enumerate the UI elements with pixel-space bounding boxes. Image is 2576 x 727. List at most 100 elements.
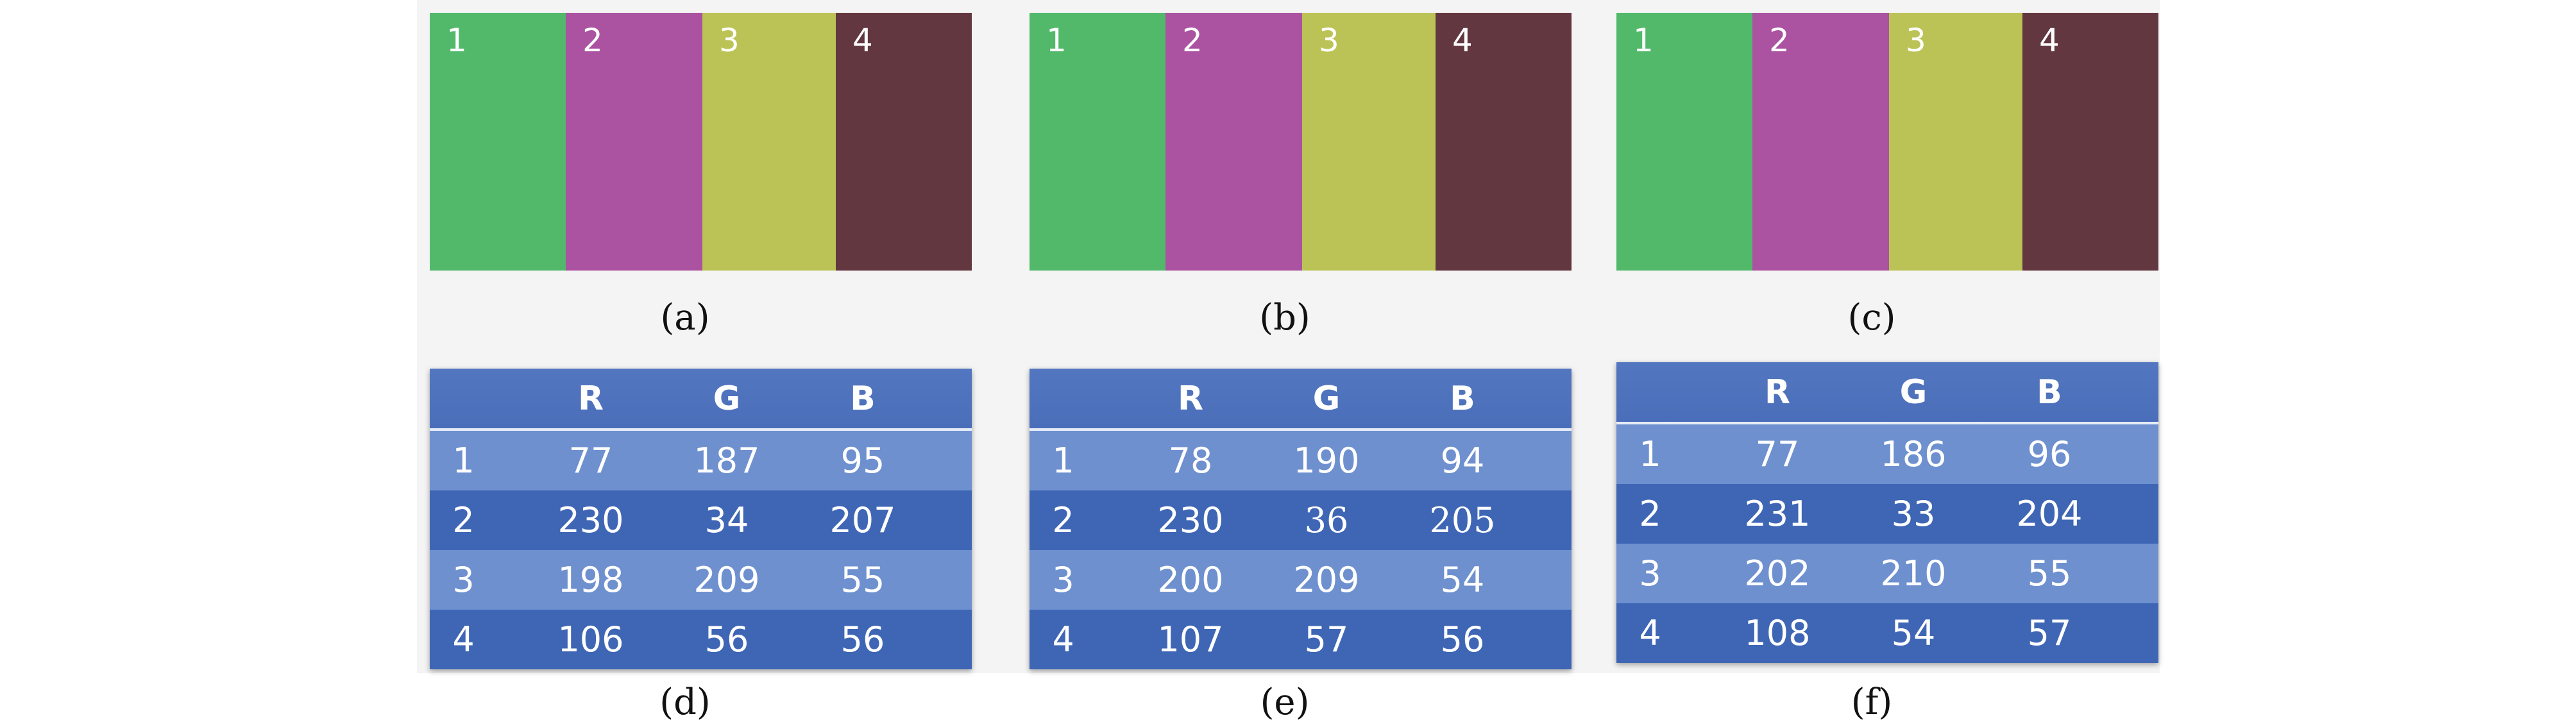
table-cell: 57	[2027, 613, 2072, 653]
swatch: 2	[1752, 13, 1889, 271]
swatch-label: 2	[1769, 22, 1790, 59]
table-row: 3 202 210 55	[1616, 544, 2158, 603]
swatch-label: 3	[1319, 22, 1339, 59]
table-row: 3 200 209 54	[1030, 550, 1572, 610]
swatch-label: 4	[2039, 22, 2060, 59]
table-row: 1 78 190 94	[1030, 431, 1572, 490]
table-cell: 78	[1168, 440, 1213, 481]
swatch-label: 1	[1633, 22, 1654, 59]
swatch-label: 3	[719, 22, 740, 59]
table-cell: 231	[1744, 494, 1811, 534]
table-cell: 3	[1639, 553, 1661, 594]
table-cell: 198	[557, 560, 624, 600]
swatch-label: 4	[1452, 22, 1473, 59]
table-cell: 2	[1052, 500, 1074, 540]
table-cell: 3	[452, 560, 475, 600]
table-row: 2 230 34 207	[430, 490, 972, 550]
rgb-table-d: R G B 1 77 187 95 2 230 34 207 3 198 209…	[430, 369, 972, 669]
table-header-cell: B	[850, 379, 876, 418]
swatch-label: 2	[1182, 22, 1203, 59]
table-cell: 187	[693, 440, 760, 481]
swatch-label: 4	[852, 22, 873, 59]
table-cell: 56	[704, 619, 749, 660]
rgb-table-f: R G B 1 77 186 96 2 231 33 204 3 202 210…	[1616, 362, 2158, 663]
swatch: 2	[566, 13, 702, 271]
table-header-cell: G	[1312, 379, 1341, 418]
caption-e: (e)	[1260, 681, 1310, 723]
table-cell: 1	[1639, 434, 1661, 474]
swatch-label: 1	[1046, 22, 1067, 59]
table-cell: 210	[1880, 553, 1947, 594]
color-swatch-panel-b: 1 2 3 4	[1030, 13, 1572, 271]
swatch-label: 1	[446, 22, 467, 59]
table-cell: 96	[2027, 434, 2072, 474]
table-header-cell: R	[577, 379, 604, 418]
swatch: 4	[2022, 13, 2158, 271]
table-cell: 4	[452, 619, 475, 660]
table-header-row: R G B	[1030, 369, 1572, 431]
table-cell: 186	[1880, 434, 1947, 474]
table-cell: 106	[557, 619, 624, 660]
swatch: 4	[836, 13, 972, 271]
swatch: 1	[430, 13, 566, 271]
rgb-table-e: R G B 1 78 190 94 2 230 36 205 3 200 209…	[1030, 369, 1572, 669]
table-header-row: R G B	[430, 369, 972, 431]
table-row: 4 106 56 56	[430, 610, 972, 669]
table-cell: 54	[1891, 613, 1936, 653]
swatch: 3	[1302, 13, 1436, 271]
table-cell: 204	[2016, 494, 2083, 534]
table-cell: 56	[1440, 619, 1485, 660]
table-cell: 34	[704, 500, 749, 540]
caption-d: (d)	[659, 681, 711, 723]
table-cell: 3	[1052, 560, 1074, 600]
table-header-row: R G B	[1616, 362, 2158, 424]
caption-c: (c)	[1847, 297, 1896, 338]
swatch: 1	[1616, 13, 1752, 271]
table-cell: 207	[829, 500, 896, 540]
table-cell: 4	[1052, 619, 1074, 660]
caption-a: (a)	[660, 297, 710, 338]
table-cell: 55	[840, 560, 885, 600]
table-row: 1 77 186 96	[1616, 424, 2158, 484]
table-cell: 4	[1639, 613, 1661, 653]
swatch: 2	[1165, 13, 1302, 271]
table-header-cell: R	[1764, 372, 1791, 412]
swatch: 3	[1889, 13, 2022, 271]
table-cell: 77	[1755, 434, 1800, 474]
table-cell: 2	[1639, 494, 1661, 534]
table-cell: 107	[1157, 619, 1224, 660]
table-row: 4 108 54 57	[1616, 603, 2158, 663]
table-cell: 95	[840, 440, 885, 481]
table-cell: 57	[1304, 619, 1349, 660]
caption-b: (b)	[1259, 297, 1310, 338]
table-cell: 56	[840, 619, 885, 660]
table-cell: 54	[1440, 560, 1485, 600]
table-cell: 202	[1744, 553, 1811, 594]
table-header-cell: G	[713, 379, 741, 418]
table-cell: 94	[1440, 440, 1485, 481]
table-cell: 190	[1293, 440, 1360, 481]
table-row: 2 231 33 204	[1616, 484, 2158, 544]
color-swatch-panel-c: 1 2 3 4	[1616, 13, 2158, 271]
color-swatch-panel-a: 1 2 3 4	[430, 13, 972, 271]
swatch-label: 2	[582, 22, 603, 59]
table-cell: 36	[1304, 500, 1349, 540]
table-cell: 2	[452, 500, 475, 540]
table-cell: 1	[1052, 440, 1074, 481]
table-header-cell: B	[2037, 372, 2062, 412]
table-cell: 209	[1293, 560, 1360, 600]
table-cell: 205	[1429, 500, 1496, 540]
table-cell: 230	[557, 500, 624, 540]
table-row: 2 230 36 205	[1030, 490, 1572, 550]
table-cell: 108	[1744, 613, 1811, 653]
table-header-cell: R	[1177, 379, 1204, 418]
swatch-label: 3	[1906, 22, 1926, 59]
table-cell: 209	[693, 560, 760, 600]
table-cell: 33	[1891, 494, 1936, 534]
table-row: 1 77 187 95	[430, 431, 972, 490]
swatch: 4	[1436, 13, 1572, 271]
swatch: 3	[702, 13, 836, 271]
table-row: 3 198 209 55	[430, 550, 972, 610]
swatch: 1	[1030, 13, 1165, 271]
table-cell: 230	[1157, 500, 1224, 540]
